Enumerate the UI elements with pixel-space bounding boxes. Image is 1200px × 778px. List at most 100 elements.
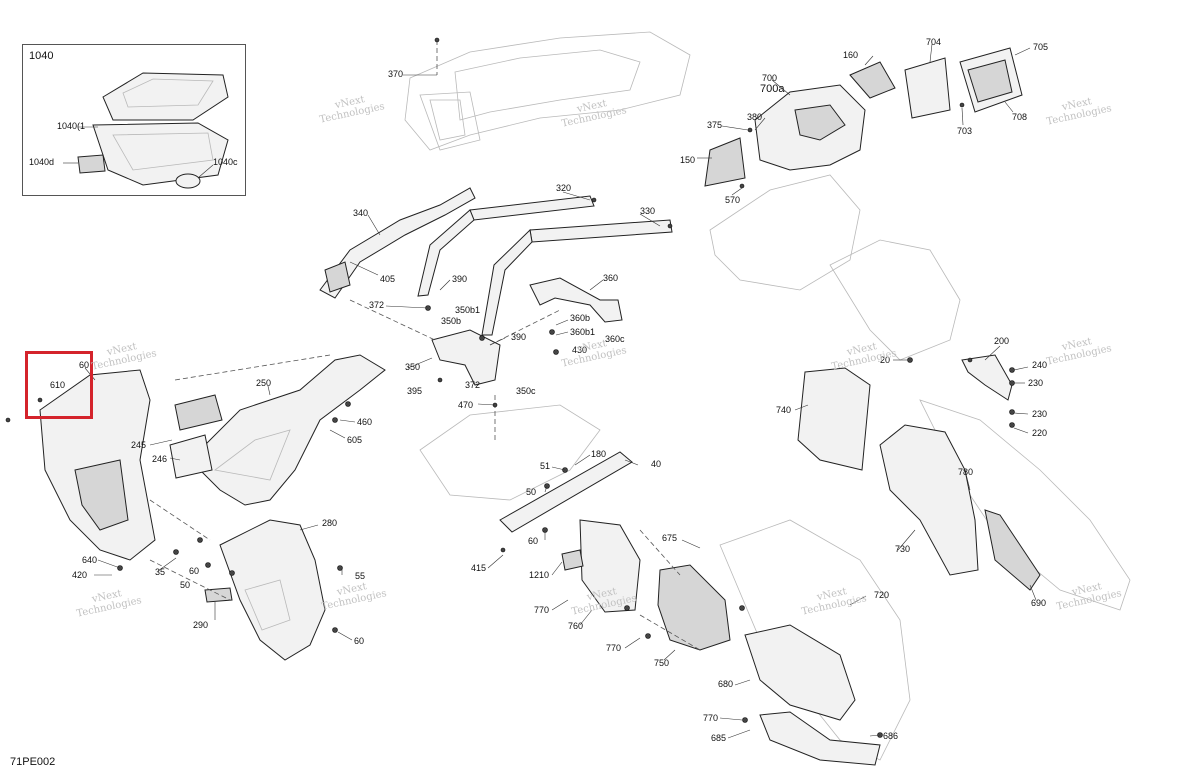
cluster-705 [959,47,1023,113]
part-label-720: 720 [874,590,890,600]
part-label-700: 700 [762,73,778,83]
bracket-686 [759,711,881,766]
part-label-372-lower: 372 [465,380,481,390]
part-label-605: 605 [347,435,363,445]
part-label-360: 360 [603,273,619,283]
storage-box-drawing [63,72,229,189]
part-label-60-bottom: 60 [354,636,365,646]
inset-detail-1040: 1040 1040(1 1040d 1040c [22,44,246,196]
bracket-290 [204,587,233,603]
part-label-60-center: 60 [528,536,539,546]
part-label-470: 470 [458,400,474,410]
panel-760 [579,519,641,613]
part-label-360b1: 360b1 [570,327,596,337]
part-label-290: 290 [193,620,209,630]
part-label-372-upper: 372 [369,300,385,310]
part-label-246: 246 [152,454,168,464]
part-label-340: 340 [353,208,369,218]
part-label-750: 750 [654,658,670,668]
part-label-740: 740 [776,405,792,415]
part-label-60-mid: 60 [189,566,200,576]
part-label-708: 708 [1012,112,1028,122]
part-label-35: 35 [155,567,166,577]
part-label-675: 675 [662,533,678,543]
part-label-380: 380 [747,112,763,122]
part-label-405: 405 [380,274,396,284]
part-label-250: 250 [256,378,272,388]
highlight-callout-610 [25,351,93,419]
part-label-375: 375 [707,120,723,130]
part-label-415: 415 [471,563,487,573]
part-label-180: 180 [591,449,607,459]
bracket-360 [529,277,623,323]
part-label-1210: 1210 [529,570,550,580]
part-label-20: 20 [880,355,891,365]
part-label-240: 240 [1032,360,1048,370]
part-label-200: 200 [994,336,1010,346]
part-label-390-lower: 390 [511,332,527,342]
part-label-55: 55 [355,571,366,581]
panel-730 [879,424,979,576]
part-label-1040d: 1040d [29,157,55,167]
part-label-770-bottom: 770 [703,713,719,723]
panel-750 [657,564,731,651]
part-label-395: 395 [407,386,423,396]
part-label-160: 160 [843,50,859,60]
console-faded [709,174,1131,611]
pad-1210 [561,549,584,571]
part-label-50-left: 50 [180,580,191,590]
rops-bar-330 [481,219,673,336]
part-label-360c: 360c [605,334,625,344]
part-label-330: 330 [640,206,656,216]
dashboard-700 [754,84,866,171]
rops-bar-320 [417,195,595,297]
part-label-730: 730 [895,544,911,554]
bracket-280 [219,519,326,661]
vent-246 [169,434,213,479]
panel-680 [744,624,856,721]
part-label-570: 570 [725,195,741,205]
bar-40 [499,451,633,533]
part-label-60-top: 60 [79,360,90,370]
part-label-760: 760 [568,621,584,631]
part-label-50-center: 50 [526,487,537,497]
part-label-420: 420 [72,570,88,580]
inset-title: 1040 [29,50,54,62]
part-label-230-upper: 230 [1028,378,1044,388]
part-label-770-left: 770 [534,605,550,615]
part-label-705: 705 [1033,42,1049,52]
frame-250 [189,354,386,506]
part-label-350: 350 [405,362,421,372]
floor-faded [419,404,601,501]
part-label-230-lower: 230 [1032,409,1048,419]
part-label-220: 220 [1032,428,1048,438]
part-label-680: 680 [718,679,734,689]
part-label-350b: 350b [441,316,462,326]
part-label-610: 610 [50,380,66,390]
part-label-640: 640 [82,555,98,565]
bracket-200 [961,354,1013,401]
bezel-704 [904,57,951,119]
part-label-51: 51 [540,461,551,471]
part-label-40: 40 [651,459,662,469]
bracket-350 [431,329,501,386]
part-label-280: 280 [322,518,338,528]
part-label-690: 690 [1031,598,1047,608]
part-label-350c: 350c [516,386,536,396]
part-label-460: 460 [357,417,373,427]
part-label-686: 686 [883,731,899,741]
part-label-390-upper: 390 [452,274,468,284]
part-label-1040-1: 1040(1 [57,121,86,131]
part-label-245: 245 [131,440,147,450]
part-label-780: 780 [958,467,974,477]
cover-150 [704,137,746,187]
part-label-150: 150 [680,155,696,165]
part-label-370: 370 [388,69,404,79]
part-label-770-mid: 770 [606,643,622,653]
part-label-700a: 700a [760,83,785,95]
side-rail-340 [319,187,476,299]
panel-690 [984,509,1041,591]
vent-245 [174,394,223,431]
